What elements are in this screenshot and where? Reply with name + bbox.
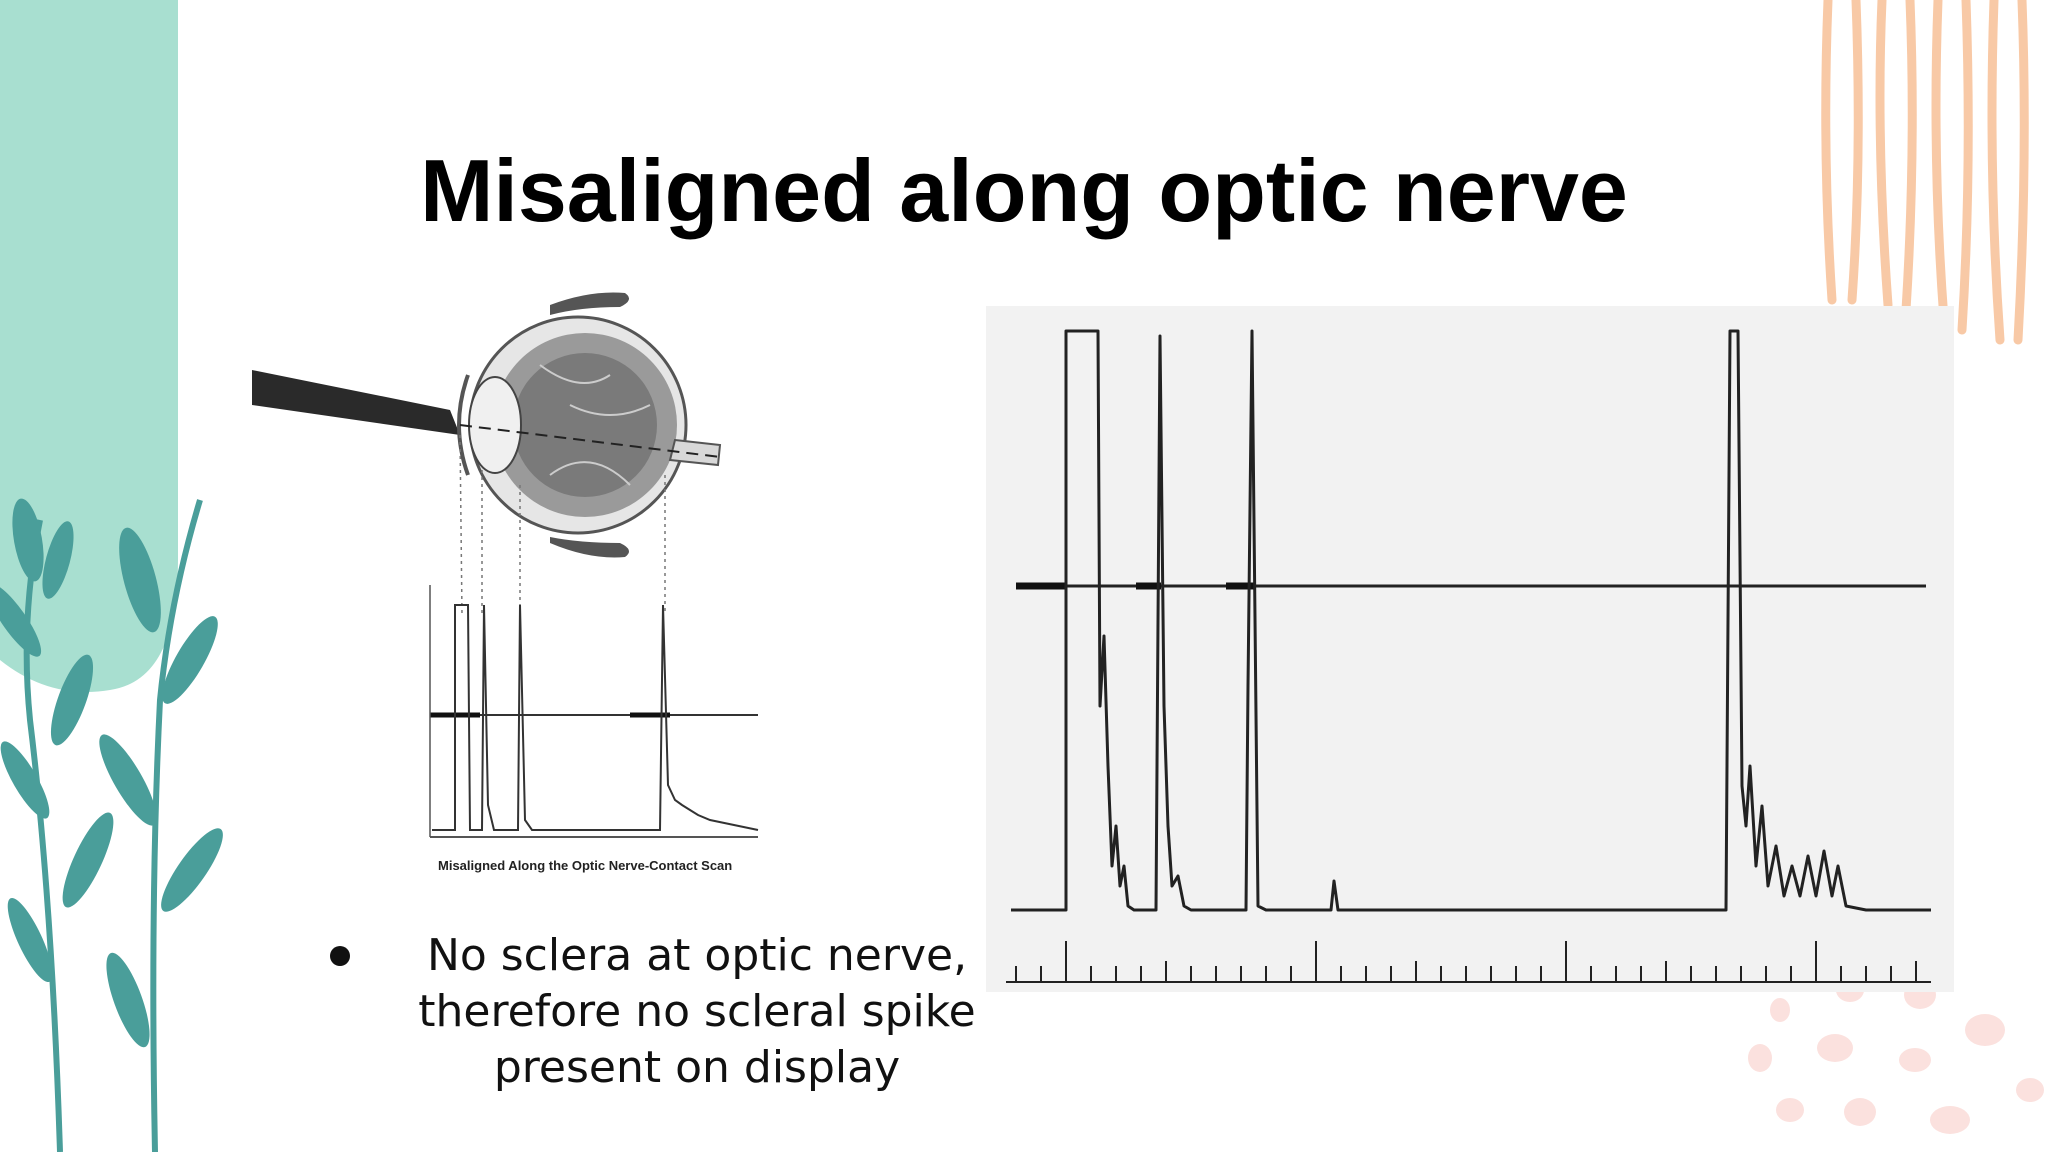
muscle-top (550, 292, 629, 315)
bullet-list: No sclera at optic nerve, therefore no s… (330, 928, 990, 1096)
bullet-dot-icon (330, 946, 350, 966)
peach-stripes (1821, 0, 2029, 345)
a-scan-tick-axis (1006, 941, 1931, 983)
pink-dots (1748, 978, 2044, 1134)
muscle-bottom (550, 537, 629, 558)
ultrasound-probe-icon (252, 370, 460, 435)
plant-leaves (0, 498, 223, 1152)
small-a-scan-trace (429, 585, 759, 838)
eye-diagram-figure (252, 292, 759, 838)
teal-blob-shape (0, 0, 178, 692)
bullet-item: No sclera at optic nerve, therefore no s… (418, 930, 976, 1093)
figure-left-caption: Misaligned Along the Optic Nerve-Contact… (438, 858, 733, 873)
eyeball-icon (457, 292, 722, 558)
slide-title: Misaligned along optic nerve (420, 141, 1628, 240)
a-scan-figure (986, 306, 1954, 992)
a-scan-trace (1011, 329, 1931, 912)
